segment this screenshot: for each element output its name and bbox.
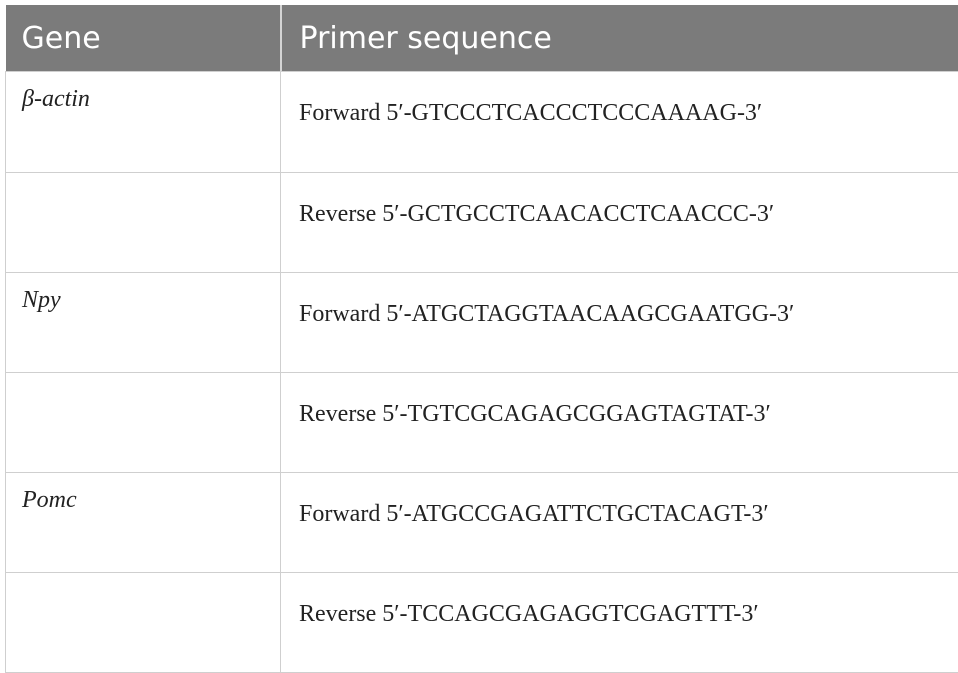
primer-sequence-table: Gene Primer sequence β-actin Forward 5′-…	[5, 5, 958, 673]
primer-sequence-cell: Forward 5′-ATGCCGAGATTCTGCTACAGT-3′	[281, 473, 958, 573]
primer-sequence-cell: Forward 5′-ATGCTAGGTAACAAGCGAATGG-3′	[281, 273, 958, 373]
primer-table-container: Gene Primer sequence β-actin Forward 5′-…	[5, 5, 958, 673]
gene-cell	[6, 573, 281, 673]
table-row: Pomc Forward 5′-ATGCCGAGATTCTGCTACAGT-3′	[6, 473, 958, 573]
gene-cell: β-actin	[6, 72, 281, 173]
primer-sequence-cell: Reverse 5′-TGTCGCAGAGCGGAGTAGTAT-3′	[281, 373, 958, 473]
header-gene: Gene	[6, 5, 281, 72]
gene-cell: Npy	[6, 273, 281, 373]
header-primer-sequence: Primer sequence	[281, 5, 958, 72]
primer-sequence-cell: Reverse 5′-TCCAGCGAGAGGTCGAGTTT-3′	[281, 573, 958, 673]
header-row: Gene Primer sequence	[6, 5, 958, 72]
table-row: β-actin Forward 5′-GTCCCTCACCCTCCCAAAAG-…	[6, 72, 958, 173]
table-header: Gene Primer sequence	[6, 5, 958, 72]
table-row: Reverse 5′-TCCAGCGAGAGGTCGAGTTT-3′	[6, 573, 958, 673]
primer-sequence-cell: Forward 5′-GTCCCTCACCCTCCCAAAAG-3′	[281, 72, 958, 173]
gene-cell	[6, 173, 281, 273]
table-body: β-actin Forward 5′-GTCCCTCACCCTCCCAAAAG-…	[6, 72, 958, 673]
gene-cell	[6, 373, 281, 473]
table-row: Reverse 5′-GCTGCCTCAACACCTCAACCC-3′	[6, 173, 958, 273]
table-row: Reverse 5′-TGTCGCAGAGCGGAGTAGTAT-3′	[6, 373, 958, 473]
gene-cell: Pomc	[6, 473, 281, 573]
table-row: Npy Forward 5′-ATGCTAGGTAACAAGCGAATGG-3′	[6, 273, 958, 373]
primer-sequence-cell: Reverse 5′-GCTGCCTCAACACCTCAACCC-3′	[281, 173, 958, 273]
